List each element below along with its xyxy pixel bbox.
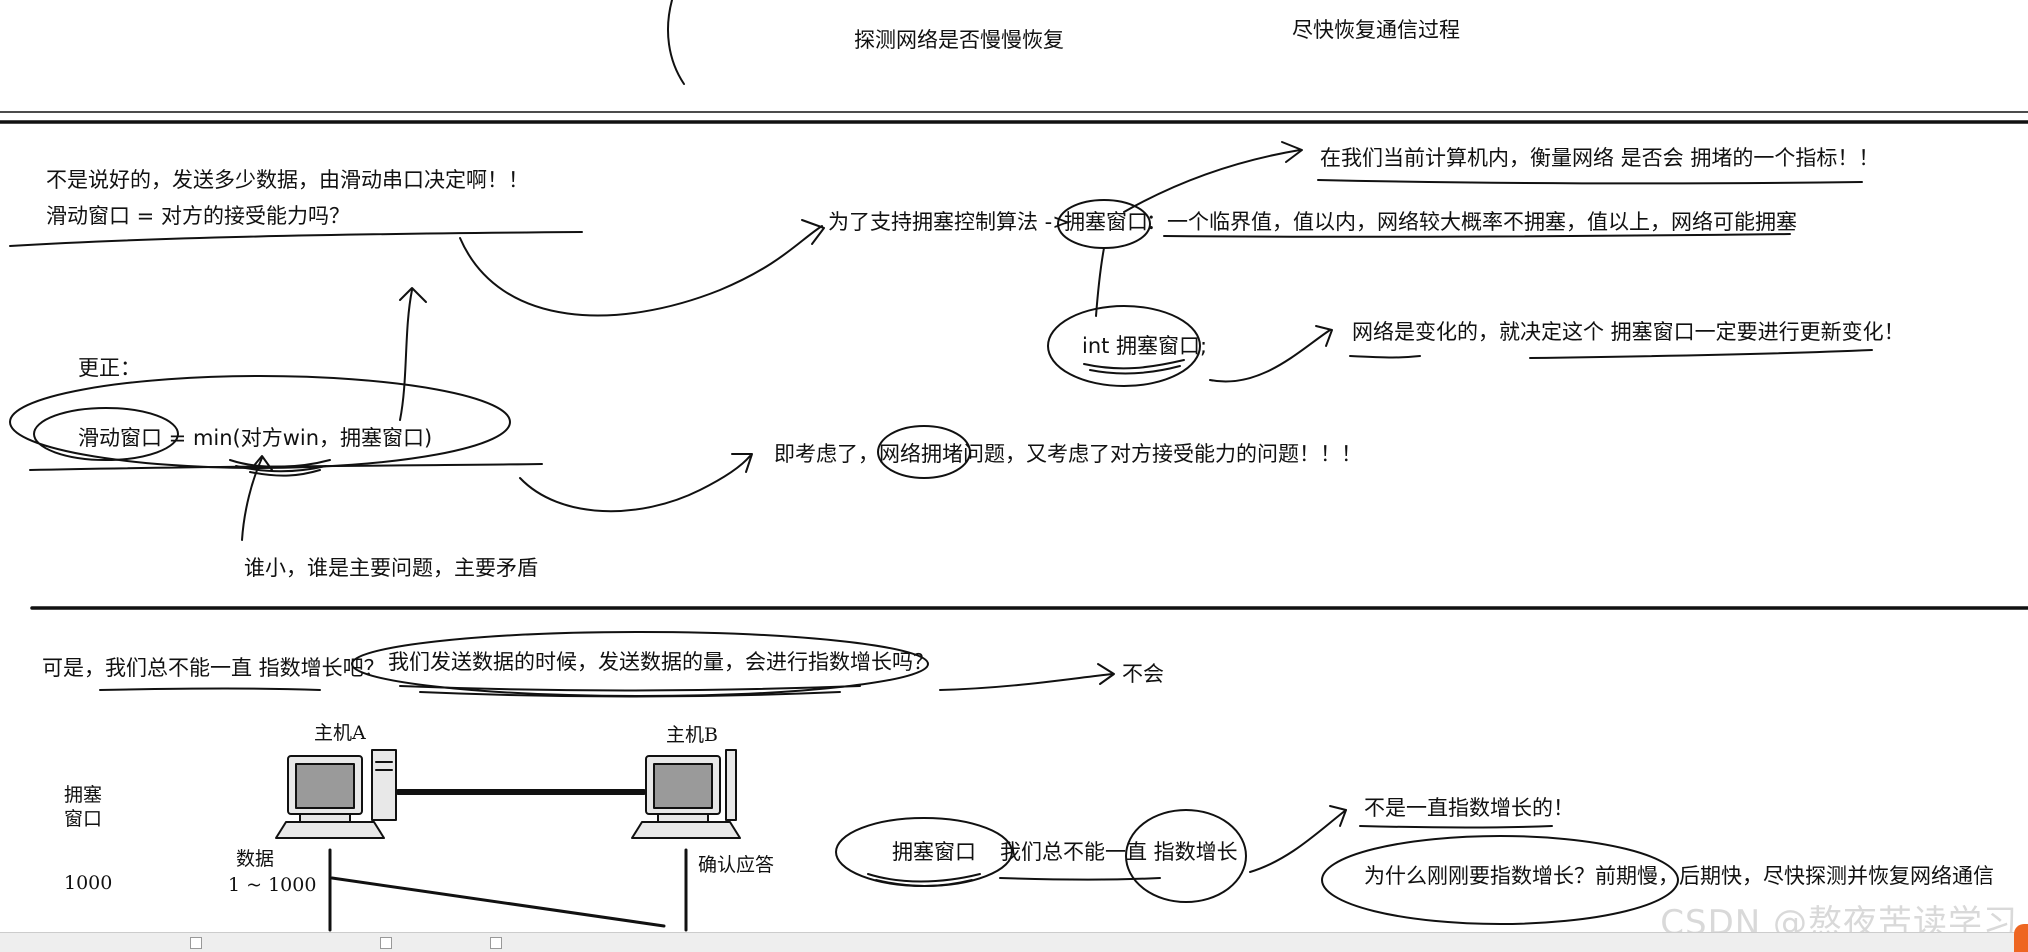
- why-exp-note: 为什么刚刚要指数增长？前期慢，后期快，尽快探测并恢复网络通信: [1364, 864, 1994, 888]
- bottom-toolbar-strip: [0, 932, 2028, 952]
- definition-underline: [1163, 233, 1791, 238]
- cwnd-definition: ：一个临界值，值以内，网络较大概率不拥塞，值以上，网络可能拥塞: [1146, 210, 1797, 234]
- arrow-head-support: [801, 219, 825, 245]
- scribble-cwnd-bottom: [867, 873, 981, 887]
- strip-marker-1: [190, 937, 202, 949]
- arrow-to-network: [1209, 329, 1331, 383]
- cwnd-value-1000: 1000: [64, 872, 113, 894]
- arrow-head-note: [251, 455, 273, 471]
- indicator-note: 在我们当前计算机内，衡量网络 是否会 拥堵的一个指标！！: [1320, 146, 1880, 170]
- circle-sliding: [33, 407, 179, 461]
- arrow-head-no: [1097, 663, 1115, 685]
- arrow-head-both: [731, 453, 753, 473]
- arrow-to-indicator: [1123, 149, 1301, 213]
- arrow-head-indicator: [1281, 141, 1303, 163]
- cwnd-axis-label-2: 窗口: [64, 808, 103, 830]
- both-considered-note: 即考虑了，网络拥堵问题，又考虑了对方接受能力的问题！！！: [774, 442, 1362, 466]
- ack-label: 确认应答: [698, 854, 775, 876]
- question2-scribble: [399, 685, 861, 698]
- host-a-label: 主机A: [314, 722, 366, 744]
- network-underline-2: [1529, 349, 1873, 359]
- strip-marker-2: [380, 937, 392, 949]
- circle-int-decl: [1047, 305, 1201, 387]
- int-declaration: int 拥塞窗口;: [1082, 334, 1208, 358]
- strip-marker-3: [490, 937, 502, 949]
- correction-label: 更正：: [78, 356, 141, 380]
- formula: 滑动窗口 = min(对方win，拥塞窗口): [78, 426, 433, 450]
- arrow-to-support: [459, 225, 823, 317]
- cwnd-term: 拥塞窗口: [1064, 210, 1148, 234]
- cwnd-axis-label-1: 拥塞: [64, 784, 103, 806]
- support-prefix: 为了支持拥塞控制算法 ->: [828, 210, 1070, 234]
- cannot-underline: [999, 877, 1161, 881]
- connector-to-int: [1095, 247, 1105, 317]
- arrow-up-stroke: [399, 289, 413, 421]
- recover-text: 尽快恢复通信过程: [1292, 18, 1460, 42]
- indicator-underline: [1317, 179, 1863, 185]
- question-underline: [9, 231, 583, 247]
- question1-underline: [99, 687, 321, 691]
- data-arrow-line: [330, 876, 666, 928]
- arrow-from-note: [241, 457, 263, 541]
- question-line-1: 不是说好的，发送多少数据，由滑动串口决定啊！！: [46, 168, 529, 192]
- host-b-computer: [631, 749, 741, 839]
- arrow-to-not-always: [1249, 809, 1347, 873]
- arrow-head-not-always: [1329, 805, 1347, 827]
- smaller-note: 谁小，谁是主要问题，主要矛盾: [244, 556, 538, 580]
- scribble-int: [1083, 359, 1185, 375]
- data-range-label: 1 ~ 1000: [228, 874, 317, 896]
- arrow-to-no: [939, 673, 1113, 691]
- host-a-computer: [275, 749, 397, 839]
- question-exp-1: 可是，我们总不能一直 指数增长吧？: [42, 656, 385, 680]
- network-change-note: 网络是变化的，就决定这个 拥塞窗口一定要进行更新变化！: [1352, 320, 1905, 344]
- circle-why: [1321, 835, 1679, 925]
- circle-exp-growth: [1125, 809, 1247, 903]
- network-underline-1: [1349, 355, 1421, 359]
- cannot-always-note: 我们总不能一直 指数增长: [1000, 840, 1238, 864]
- answer-no: 不会: [1122, 662, 1164, 686]
- question-exp-2: 我们发送数据的时候，发送数据的量，会进行指数增长吗？: [388, 650, 934, 674]
- not-always-exp-note: 不是一直指数增长的！: [1364, 796, 1574, 820]
- circle-congestion: [877, 425, 971, 479]
- host-b-label: 主机B: [666, 724, 718, 746]
- not-always-underline: [1359, 825, 1553, 829]
- data-label: 数据: [236, 848, 275, 870]
- arrow-head-network: [1315, 325, 1333, 347]
- question-line-2: 滑动窗口 = 对方的接受能力吗？: [46, 204, 350, 228]
- arrow-to-both: [519, 455, 751, 513]
- formula-underline: [29, 463, 543, 471]
- top-curve-stroke: [667, 0, 685, 85]
- circle-formula: [9, 375, 511, 469]
- cwnd-circled-bottom: 拥塞窗口: [892, 840, 976, 864]
- probe-text: 探测网络是否慢慢恢复: [854, 28, 1064, 52]
- arrow-up-head: [399, 287, 427, 303]
- corner-app-icon[interactable]: [2014, 924, 2028, 952]
